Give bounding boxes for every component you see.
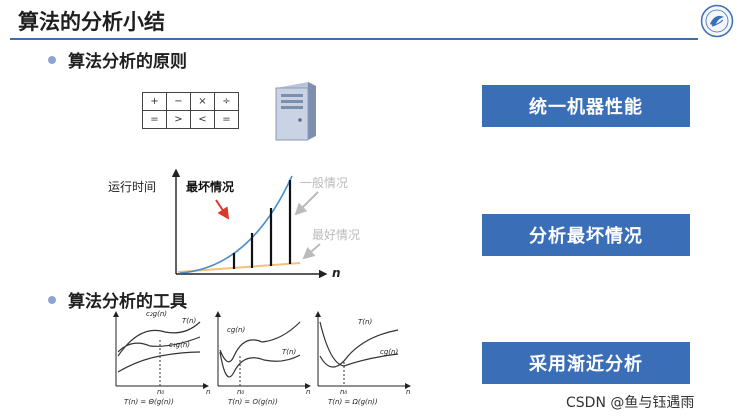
section-principles-label: 算法分析的原则 (68, 52, 187, 72)
bigo-caption: T(n) = O(g(n)) (228, 398, 278, 406)
bigo-n-label: n (306, 388, 311, 396)
op-cell: × (190, 92, 215, 111)
omega-n-label: n (406, 388, 411, 396)
bigo-t-label: T(n) (282, 348, 297, 356)
theta-upper-label: c₂g(n) (146, 310, 167, 318)
title-divider (10, 38, 698, 40)
op-cell: > (166, 110, 191, 129)
best-case-arrow (302, 243, 321, 260)
omega-n0-label: n₀ (340, 388, 348, 396)
omega-caption: T(n) = Ω(g(n)) (328, 398, 378, 406)
operations-table: + − × ÷ = > < = (142, 92, 239, 129)
server-tower-icon (275, 82, 316, 141)
bigo-upper-label: cg(n) (227, 326, 246, 334)
best-case-line (177, 262, 301, 273)
theta-lower-curve (117, 351, 201, 373)
csdn-watermark: CSDN @鱼与钰遇雨 (566, 395, 695, 411)
op-cell: ÷ (214, 92, 239, 111)
omega-lower-label: cg(n) (380, 348, 399, 356)
theta-caption: T(n) = Θ(g(n)) (124, 398, 174, 406)
omega-lower-curve (319, 321, 399, 367)
slide-title: 算法的分析小结 (18, 10, 165, 34)
growth-ylabel: 运行时间 (108, 180, 157, 194)
bigo-plot (215, 311, 311, 389)
section-tools: 算法分析的工具 (48, 287, 187, 312)
theta-t-label: T(n) (182, 317, 197, 325)
theta-upper-curve (117, 321, 201, 357)
op-cell: + (142, 92, 167, 111)
section-tools-label: 算法分析的工具 (68, 292, 187, 312)
average-case-arrow (294, 191, 319, 216)
best-case-label: 最好情况 (312, 228, 361, 242)
growth-xlabel: n (332, 266, 341, 280)
theta-n0-label: n₀ (157, 388, 165, 396)
worst-case-arrow (215, 199, 230, 220)
bullet-dot (48, 296, 56, 304)
average-case-label: 一般情况 (300, 176, 349, 190)
theta-lower-label: c₁g(n) (169, 341, 190, 349)
op-cell: = (214, 110, 239, 129)
bigo-n0-label: n₀ (237, 388, 245, 396)
bullet-dot (48, 56, 56, 64)
op-cell: − (166, 92, 191, 111)
worst-case-button[interactable]: 分析最坏情况 (482, 214, 690, 256)
omega-upper-label: T(n) (358, 318, 373, 326)
asymptotic-button[interactable]: 采用渐近分析 (482, 342, 690, 384)
op-cell: < (190, 110, 215, 129)
theta-n-label: n (206, 388, 211, 396)
op-cell: = (142, 110, 167, 129)
worst-case-label: 最坏情况 (186, 180, 235, 194)
section-principles: 算法分析的原则 (48, 47, 187, 72)
university-emblem-icon (700, 4, 734, 38)
unified-machine-button[interactable]: 统一机器性能 (482, 85, 690, 127)
